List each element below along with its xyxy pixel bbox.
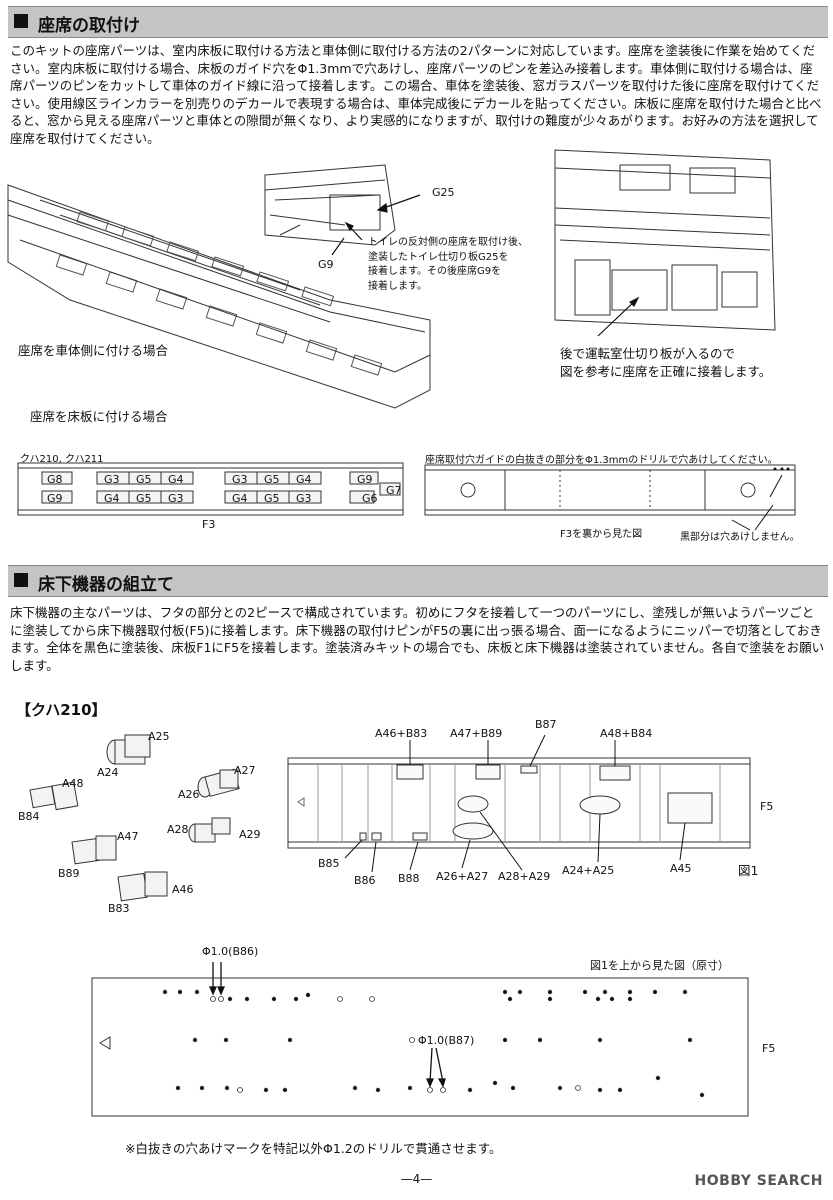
plate-part-label: B85	[318, 857, 340, 870]
black-part-note: 黒部分は穴あけしません。	[680, 532, 800, 543]
watermark: HOBBY SEARCH	[694, 1173, 823, 1189]
cab-partition-note: 後で運転室仕切り板が入るので 図を参考に座席を正確に接着します。	[560, 346, 772, 379]
floor-part-label: G6	[362, 492, 378, 505]
car-title: 【クハ210】	[16, 701, 107, 719]
f5-top-label: F5	[762, 1042, 776, 1055]
section-header-seats: 座席の取付け	[8, 6, 828, 38]
part-label: A24	[97, 766, 119, 779]
car-names: クハ210, クハ211	[20, 454, 104, 465]
part-label: A26	[178, 788, 200, 801]
part-label: B84	[18, 810, 40, 823]
f3-label: F3	[202, 518, 216, 531]
part-a28-a29-drawing	[188, 817, 231, 843]
floor-part-label: G4	[104, 492, 120, 505]
b86-drill-label: Φ1.0(B86)	[202, 945, 259, 958]
floor-part-label: G5	[136, 473, 152, 486]
part-label: A25	[148, 730, 170, 743]
plate-part-label: A48+B84	[600, 727, 653, 740]
section-title: 座席の取付け	[38, 16, 140, 36]
plate-part-label: B87	[535, 718, 557, 731]
floor-board-f3	[17, 462, 404, 516]
floor-part-label: G7	[386, 484, 402, 497]
plate-part-label: A46+B83	[375, 727, 428, 740]
plate-part-label: B88	[398, 872, 420, 885]
underfloor-instructions: 床下機器の主なパーツは、フタの部分との2ピースで構成されています。初めにフタを接…	[10, 605, 825, 673]
section-bullet-icon	[14, 14, 28, 28]
g25-label: G25	[432, 186, 455, 199]
top-view-plate	[91, 977, 749, 1117]
body-side-caption: 座席を車体側に付ける場合	[18, 343, 169, 358]
floor-caption: 座席を床板に付ける場合	[30, 409, 168, 424]
part-label: A46	[172, 883, 194, 896]
part-label: A47	[117, 830, 139, 843]
g9-label: G9	[318, 258, 334, 271]
floor-part-label: G5	[264, 492, 280, 505]
floor-part-label: G9	[357, 473, 373, 486]
part-a46-b83-drawing	[117, 871, 168, 902]
floor-part-label: G3	[104, 473, 120, 486]
plate-part-label: A24+A25	[562, 864, 615, 877]
toilet-partition-drawing	[264, 164, 396, 246]
part-a24-a25-drawing	[106, 734, 151, 765]
plate-part-label: A26+A27	[436, 870, 489, 883]
floor-part-label: G3	[168, 492, 184, 505]
part-label: A29	[239, 828, 261, 841]
page-number: —4—	[400, 1172, 433, 1186]
part-label: A28	[167, 823, 189, 836]
floor-part-label: G4	[232, 492, 248, 505]
cab-leader	[597, 297, 639, 337]
part-a47-b89-drawing	[71, 835, 117, 865]
footnote: ※白抜きの穴あけマークを特記以外Φ1.2のドリルで貫通させます。	[125, 1141, 502, 1156]
f3-back-caption: F3を裏から見た図	[560, 529, 643, 540]
plate-part-label: A47+B89	[450, 727, 503, 740]
plate-part-label: B86	[354, 874, 376, 887]
toilet-partition-note: トイレの反対側の座席を取付け後、 塗装したトイレ仕切り板G25を 接着します。そ…	[368, 237, 528, 292]
plate-part-label: A45	[670, 862, 692, 875]
f5-leader-lines	[344, 734, 686, 873]
floor-part-label: G8	[47, 473, 63, 486]
section-bullet-icon	[14, 573, 28, 587]
floor-part-label: G4	[296, 473, 312, 486]
seat-diagrams	[7, 149, 796, 531]
floor-part-label: G3	[296, 492, 312, 505]
floor-board-f3-reverse	[424, 464, 796, 516]
section-title: 床下機器の組立て	[38, 575, 174, 595]
seat-instructions: このキットの座席パーツは、室内床板に取付ける方法と車体側に取付ける方法の2パター…	[10, 43, 822, 146]
section-header-underfloor: 床下機器の組立て	[8, 565, 828, 597]
f5-mounting-plate	[287, 757, 751, 849]
cab-interior-drawing	[554, 149, 776, 331]
part-label: A48	[62, 777, 84, 790]
part-label: A27	[234, 764, 256, 777]
part-a26-a27-drawing	[197, 768, 240, 798]
car-body-interior-drawing	[7, 184, 431, 409]
part-label: B83	[108, 902, 130, 915]
floor-part-label: G9	[47, 492, 63, 505]
b87-drill-label: Φ1.0(B87)	[418, 1034, 475, 1047]
drill-note: 座席取付穴ガイドの白抜きの部分をΦ1.3mmのドリルで穴あけしてください。	[425, 455, 778, 466]
top-view-caption: 図1を上から見た図（原寸）	[590, 959, 729, 972]
drill-arrows	[209, 962, 446, 1088]
fig1-label: 図1	[738, 863, 759, 878]
part-label: B89	[58, 867, 80, 880]
floor-part-label: G5	[136, 492, 152, 505]
f5-label: F5	[760, 800, 774, 813]
part-a48-b84-drawing	[29, 781, 79, 811]
plate-part-label: A28+A29	[498, 870, 551, 883]
floor-part-label: G4	[168, 473, 184, 486]
floor-part-label: G5	[264, 473, 280, 486]
floor-part-label: G3	[232, 473, 248, 486]
drill-marks	[162, 989, 705, 1098]
